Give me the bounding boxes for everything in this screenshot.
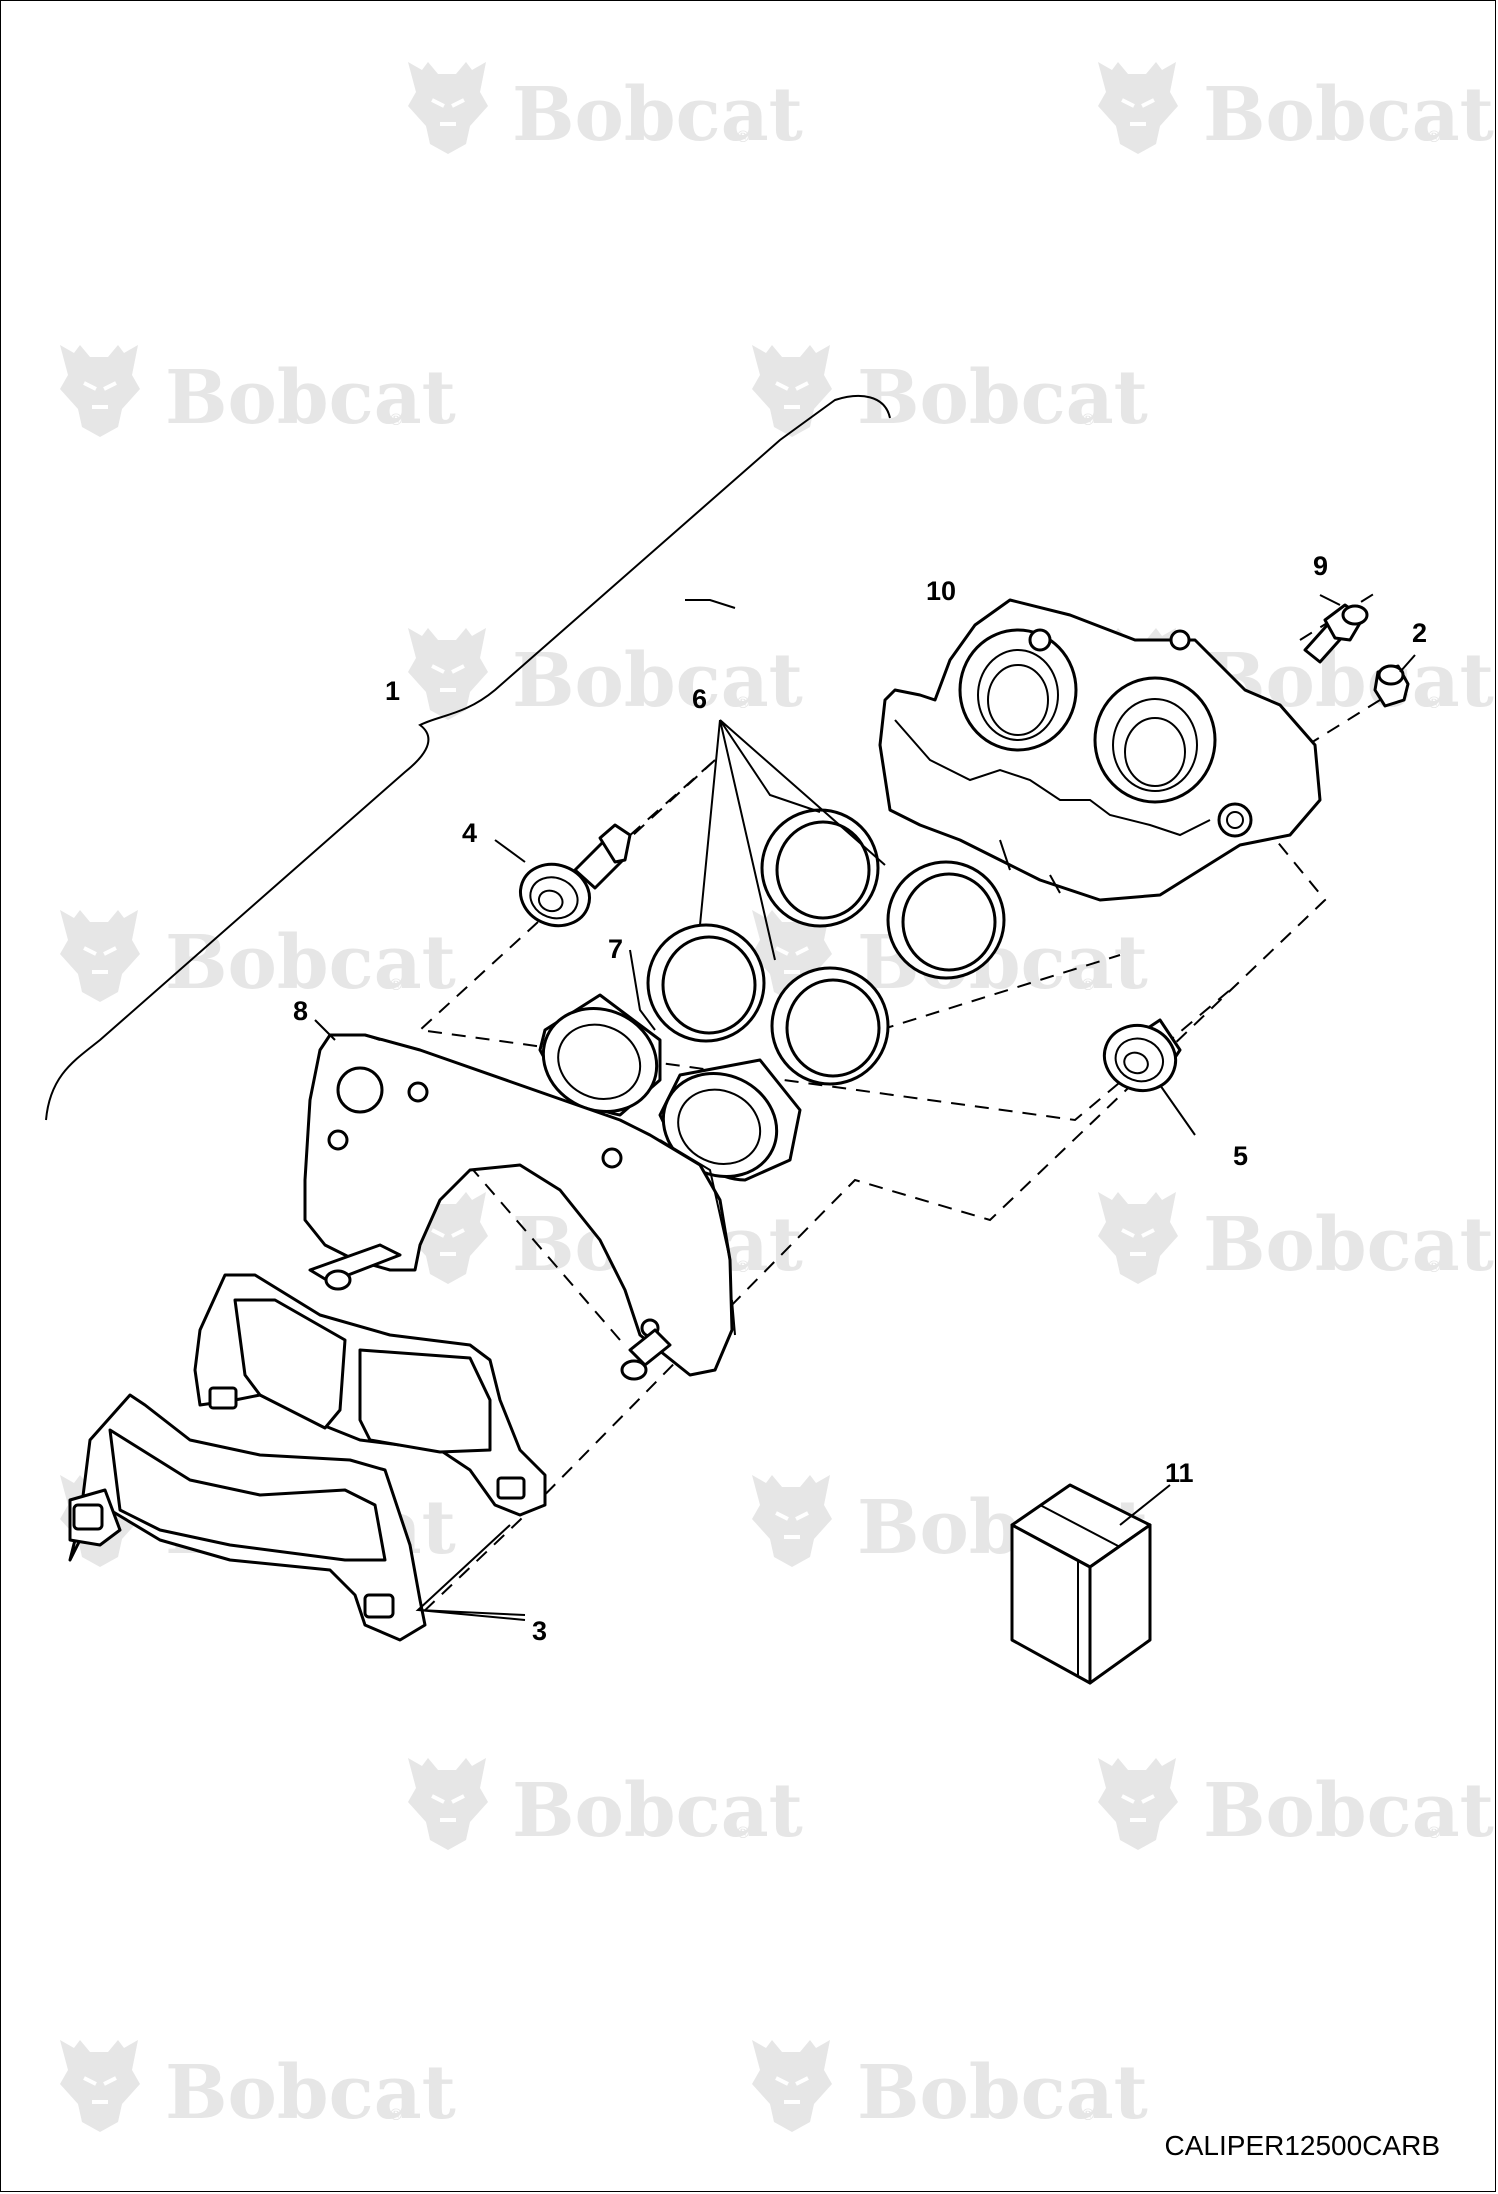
callouts: 1 2 3 4 5 6 7 8 9 10 11 bbox=[293, 551, 1427, 1646]
hardware-kit-box bbox=[1010, 1483, 1152, 1685]
bobcat-logo-icon bbox=[750, 343, 834, 439]
watermark-row-3: Bobcat ® Bobcat ® bbox=[406, 626, 1494, 724]
watermark-text: Bobcat bbox=[857, 355, 1148, 441]
callout-6: 6 bbox=[692, 684, 707, 714]
watermark-registered: ® bbox=[1080, 410, 1096, 429]
watermark-registered: ® bbox=[388, 410, 404, 429]
bleeder-cap bbox=[1373, 664, 1410, 708]
watermark-text: Bobcat bbox=[1203, 1768, 1494, 1854]
callout-7: 7 bbox=[608, 934, 623, 964]
pistons bbox=[538, 993, 802, 1182]
watermark-text: Bobcat bbox=[512, 1768, 803, 1854]
watermark-registered: ® bbox=[735, 127, 751, 146]
watermark-registered: ® bbox=[735, 1257, 751, 1276]
bobcat-logo-icon bbox=[1096, 1190, 1180, 1286]
watermark-registered: ® bbox=[1426, 1823, 1442, 1842]
bobcat-logo-icon bbox=[406, 1756, 490, 1852]
watermark-text: Bobcat bbox=[512, 72, 803, 158]
seal-ring bbox=[886, 860, 1006, 980]
watermark-row-7: Bobcat ® Bobcat ® bbox=[406, 1756, 1494, 1854]
caliper-body bbox=[878, 598, 1322, 902]
callout-1: 1 bbox=[385, 676, 400, 706]
watermark-registered: ® bbox=[1080, 975, 1096, 994]
watermark-registered: ® bbox=[1426, 127, 1442, 146]
bobcat-logo-icon bbox=[406, 626, 490, 722]
seal-ring bbox=[770, 966, 890, 1086]
watermark-text: Bobcat bbox=[512, 638, 803, 724]
bleeder-screw bbox=[1303, 603, 1369, 664]
watermark-registered: ® bbox=[735, 1823, 751, 1842]
bobcat-logo-icon bbox=[58, 2038, 142, 2134]
bushing bbox=[1102, 1018, 1182, 1092]
bobcat-logo-icon bbox=[750, 2038, 834, 2134]
watermark-registered: ® bbox=[388, 975, 404, 994]
watermark-row-8: Bobcat ® Bobcat ® bbox=[58, 2038, 1148, 2136]
watermark-text: Bobcat bbox=[165, 2050, 456, 2136]
callout-4: 4 bbox=[462, 818, 477, 848]
watermark-text: Bobcat bbox=[1203, 1202, 1494, 1288]
watermark-row-1: Bobcat ® Bobcat ® bbox=[406, 60, 1494, 158]
watermark-row-5: Bobcat ® Bobcat ® bbox=[406, 1190, 1494, 1288]
callout-3: 3 bbox=[532, 1616, 547, 1646]
piston-seals bbox=[646, 808, 1006, 1086]
bobcat-logo-icon bbox=[1096, 60, 1180, 156]
bushing-pin bbox=[519, 823, 632, 928]
bobcat-logo-icon bbox=[58, 343, 142, 439]
watermark-text: Bobcat bbox=[165, 920, 456, 1006]
callout-leaders bbox=[314, 594, 1416, 1621]
callout-2: 2 bbox=[1412, 618, 1427, 648]
watermark-registered: ® bbox=[735, 693, 751, 712]
callout-5: 5 bbox=[1233, 1141, 1248, 1171]
bobcat-logo-icon bbox=[750, 1473, 834, 1569]
watermark-registered: ® bbox=[1426, 1257, 1442, 1276]
bobcat-logo-icon bbox=[1096, 1756, 1180, 1852]
brake-pad-inner bbox=[193, 1273, 547, 1517]
watermark-registered: ® bbox=[1426, 693, 1442, 712]
watermark-text: Bobcat bbox=[1203, 72, 1494, 158]
watermark-registered: ® bbox=[388, 2105, 404, 2124]
watermark-registered: ® bbox=[1080, 2105, 1096, 2124]
watermark-text: Bobcat bbox=[165, 355, 456, 441]
assembly-brace bbox=[45, 395, 891, 1121]
piston bbox=[538, 993, 662, 1117]
drawing-code: CALIPER12500CARB bbox=[1165, 2130, 1440, 2161]
brake-pads bbox=[68, 1273, 547, 1642]
bobcat-logo-icon bbox=[58, 908, 142, 1004]
seal-ring bbox=[646, 923, 766, 1043]
callout-11: 11 bbox=[1165, 1458, 1194, 1488]
callout-8: 8 bbox=[293, 996, 308, 1026]
piston bbox=[658, 1058, 802, 1182]
seal-ring bbox=[760, 808, 880, 928]
mounting-plate bbox=[303, 1033, 736, 1381]
callout-10: 10 bbox=[926, 576, 956, 606]
watermark-row-2: Bobcat ® Bobcat ® bbox=[58, 343, 1148, 441]
callout-9: 9 bbox=[1313, 551, 1328, 581]
bobcat-logo-icon bbox=[406, 60, 490, 156]
brake-pad-outer bbox=[68, 1393, 427, 1642]
watermark-text: Bobcat bbox=[857, 2050, 1148, 2136]
